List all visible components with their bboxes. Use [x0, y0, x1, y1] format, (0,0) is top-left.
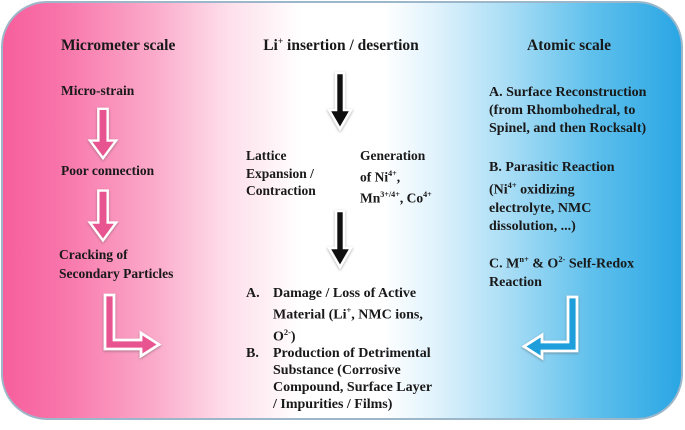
- gradient-panel: Micrometer scale Micro-strain Poor conne…: [1, 1, 683, 420]
- arrow-shape: [326, 209, 354, 270]
- arrow-shape: [87, 189, 119, 243]
- down-arrow-icon: [87, 107, 119, 161]
- li-insertion-title: Li+ insertion / desertion: [263, 37, 419, 55]
- micro-strain-label: Micro-strain: [61, 83, 135, 98]
- outcome-a-text: Damage / Loss of Active Material (Li+, N…: [273, 286, 423, 345]
- cracking-secondary-particles-label: Cracking of Secondary Particles: [59, 247, 174, 281]
- bent-arrow-left-icon: [521, 295, 579, 361]
- parasitic-reaction-item: B. Parasitic Reaction (Ni4+ oxidizing el…: [489, 160, 615, 234]
- outcome-b-text: Production of Detrimental Substance (Cor…: [273, 346, 433, 413]
- down-arrow-icon: [326, 71, 354, 132]
- lattice-expansion-label: Lattice Expansion / Contraction: [246, 148, 316, 198]
- down-arrow-icon: [87, 189, 119, 243]
- micrometer-scale-title: Micrometer scale: [61, 37, 176, 54]
- atomic-scale-title: Atomic scale: [527, 37, 611, 54]
- arrow-shape: [326, 71, 354, 132]
- arrow-shape: [87, 107, 119, 161]
- ion-generation-label: Generation of Ni4+, Mn3+/4+, Co4+: [360, 148, 432, 205]
- list-item: A. Damage / Loss of Active Material (Li+…: [246, 285, 466, 345]
- poor-connection-label: Poor connection: [61, 163, 155, 178]
- down-arrow-icon: [326, 209, 354, 270]
- surface-reconstruction-item: A. Surface Reconstruction (from Rhombohe…: [489, 85, 647, 136]
- arrow-shape: [521, 295, 579, 361]
- list-item: B. Production of Detrimental Substance (…: [246, 345, 466, 413]
- outcome-list: A. Damage / Loss of Active Material (Li+…: [246, 285, 466, 413]
- self-redox-reaction-item: C. Mn+ & O2- Self-Redox Reaction: [489, 255, 635, 290]
- outcome-b-label: B.: [246, 346, 259, 362]
- bent-arrow-right-icon: [103, 293, 162, 359]
- outcome-a-label: A.: [246, 286, 260, 301]
- arrow-shape: [103, 293, 162, 359]
